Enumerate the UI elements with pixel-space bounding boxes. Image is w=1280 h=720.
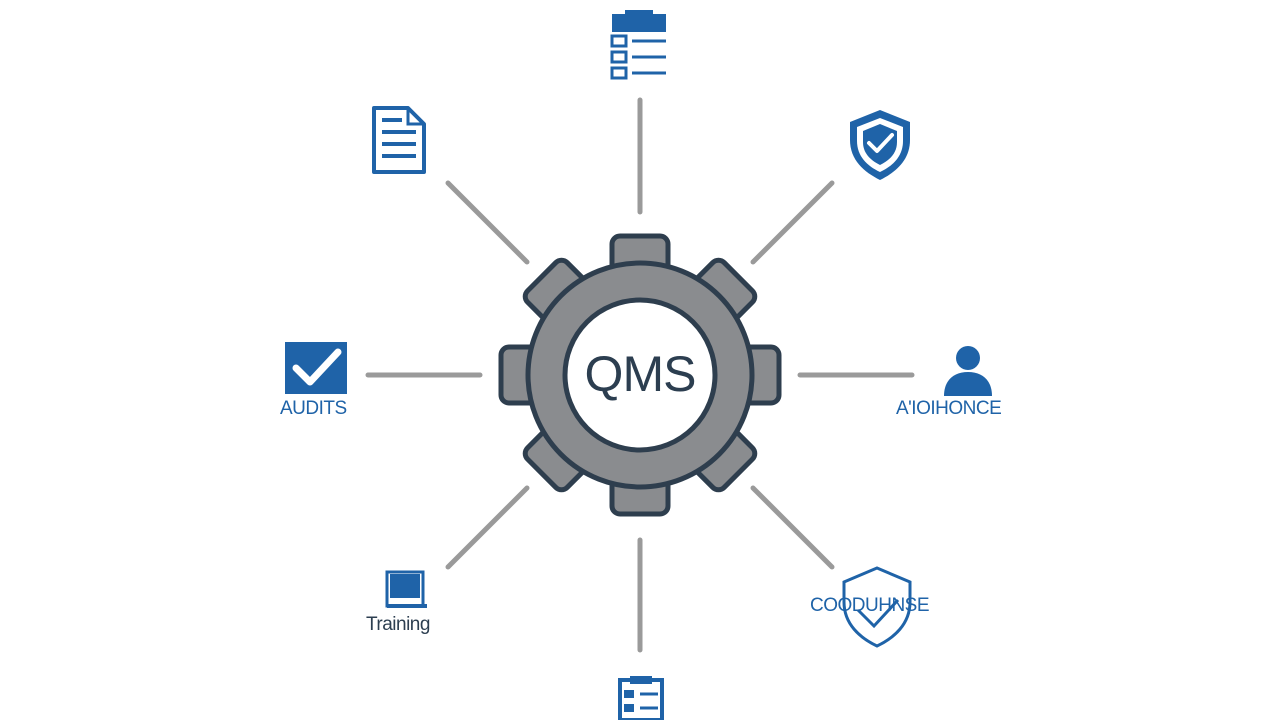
bottom-right-node-label: COODUHNSE [810, 595, 930, 616]
connector-top-right [750, 180, 835, 265]
list-document-icon [610, 10, 666, 80]
right-node-label: A'IOIHONCE [896, 398, 1002, 419]
checkbox-icon [285, 342, 347, 394]
training-book-icon [385, 570, 427, 608]
connector-bottom-left [445, 485, 530, 570]
clipboard-icon [618, 676, 664, 720]
audits-label: AUDITS [280, 398, 347, 419]
person-icon [944, 346, 992, 396]
gear-icon [498, 233, 782, 517]
document-icon [372, 106, 426, 174]
connector-bottom-right [750, 485, 835, 570]
shield-check-icon [850, 110, 910, 180]
connector-lines [365, 97, 915, 653]
connector-top-left [445, 180, 530, 265]
center-label: QMS [584, 346, 697, 402]
shield-outline-icon [842, 566, 912, 648]
training-label: Training [366, 614, 430, 635]
